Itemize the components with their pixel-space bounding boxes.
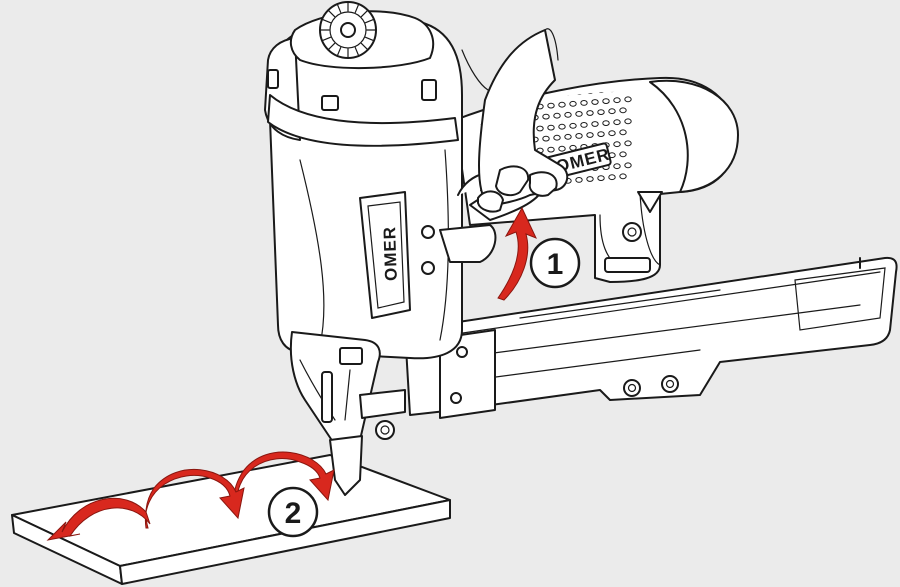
cap-ridge bbox=[360, 10, 368, 18]
tool-body: OMER bbox=[264, 1, 546, 360]
cap-ridge bbox=[354, 4, 359, 14]
grip-dot bbox=[597, 91, 605, 93]
grip-dot bbox=[586, 110, 594, 116]
grip-dot bbox=[619, 107, 627, 114]
grip-dot bbox=[580, 100, 588, 106]
cap-ridge bbox=[360, 42, 368, 50]
grip-dot bbox=[569, 100, 577, 107]
grip-dot bbox=[624, 162, 632, 169]
grip-dot bbox=[619, 151, 627, 158]
grip-dot bbox=[569, 122, 577, 129]
grip-dot bbox=[597, 175, 605, 182]
grip-dot bbox=[613, 141, 621, 148]
stapling-motion-arrows bbox=[46, 451, 335, 541]
grip-dot bbox=[569, 144, 577, 151]
cap-ridge bbox=[337, 46, 342, 56]
grip-dot bbox=[558, 145, 566, 152]
grip-dot bbox=[613, 97, 621, 104]
grip-dot bbox=[575, 111, 583, 117]
trigger-pull-arrow bbox=[497, 206, 537, 301]
grip-dot bbox=[586, 176, 594, 182]
grip-dot bbox=[558, 123, 566, 130]
operator-hand bbox=[461, 28, 569, 213]
grip-dot bbox=[613, 119, 621, 126]
grip-dot bbox=[602, 120, 610, 126]
grip-dot bbox=[575, 177, 583, 183]
cap-ridge bbox=[337, 4, 342, 14]
step-2-number: 2 bbox=[285, 497, 302, 530]
grip-dot bbox=[619, 173, 627, 180]
grip-dot bbox=[591, 99, 599, 105]
grip-dot bbox=[547, 146, 555, 153]
exhaust-cap-ridges bbox=[320, 2, 376, 58]
grip-dot bbox=[580, 122, 588, 128]
grip-dot bbox=[553, 112, 561, 119]
grip-dot bbox=[608, 108, 616, 115]
step-2-marker: 2 bbox=[267, 486, 319, 538]
cap-ridge bbox=[354, 46, 359, 56]
grip-dot bbox=[480, 97, 484, 103]
grip-dot bbox=[564, 133, 572, 140]
staple-magazine bbox=[404, 256, 898, 419]
grip-dot bbox=[542, 113, 550, 120]
grip-dot bbox=[608, 130, 616, 137]
grip-dot bbox=[591, 121, 599, 127]
grip-dot bbox=[624, 96, 632, 103]
cap-ridge bbox=[328, 10, 336, 18]
cap-ridge bbox=[322, 19, 332, 24]
cap-ridge bbox=[364, 19, 374, 24]
grip-dot bbox=[602, 98, 610, 104]
grip-dot bbox=[624, 118, 632, 125]
grip-dot bbox=[542, 135, 550, 142]
grip-dot bbox=[547, 124, 555, 131]
grip-dot bbox=[558, 101, 566, 108]
grip-dot bbox=[619, 129, 627, 136]
step-1-marker: 1 bbox=[529, 237, 581, 289]
nose-assembly bbox=[289, 331, 406, 496]
grip-dot bbox=[608, 174, 616, 181]
step-1-number: 1 bbox=[547, 248, 564, 281]
grip-dot bbox=[547, 102, 555, 109]
cap-ridge bbox=[328, 42, 336, 50]
cap-ridge bbox=[364, 36, 374, 41]
grip-dot bbox=[597, 109, 605, 115]
grip-dot bbox=[553, 134, 561, 141]
grip-dot bbox=[586, 132, 594, 138]
grip-dot bbox=[624, 140, 632, 147]
grip-dot bbox=[575, 133, 583, 139]
grip-dot bbox=[597, 131, 605, 138]
grip-dot bbox=[564, 111, 572, 118]
cap-ridge bbox=[322, 36, 332, 41]
grip-dot bbox=[613, 163, 621, 170]
grip-dot bbox=[536, 125, 544, 132]
side-brand-label: OMER bbox=[380, 226, 401, 282]
